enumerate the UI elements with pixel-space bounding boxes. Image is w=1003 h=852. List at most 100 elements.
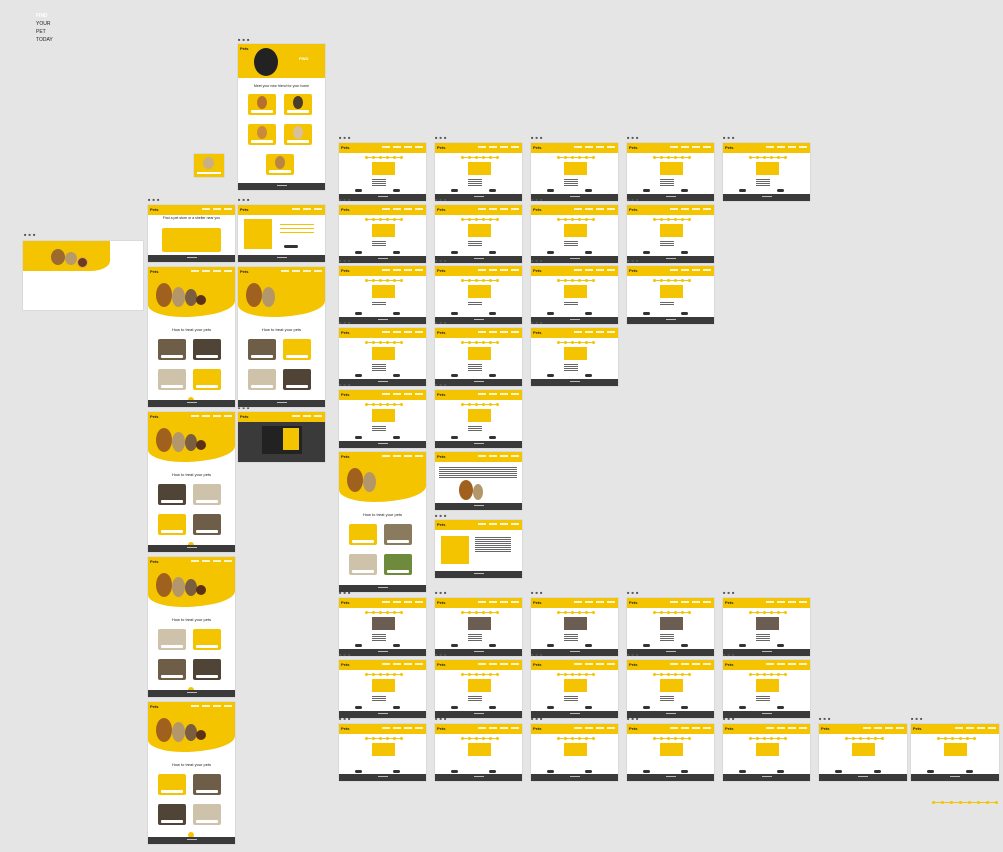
- nav-menu[interactable]: [574, 601, 615, 604]
- progress-stepper[interactable]: [365, 156, 403, 159]
- brand-logo[interactable]: Pets: [341, 392, 350, 397]
- brand-logo[interactable]: Pets: [150, 559, 159, 564]
- progress-stepper[interactable]: [653, 611, 691, 614]
- frame-step-page[interactable]: Pets: [531, 266, 618, 324]
- back-button[interactable]: [546, 770, 554, 773]
- tip-card[interactable]: [193, 659, 221, 680]
- tip-card[interactable]: [158, 804, 186, 825]
- tip-card[interactable]: [248, 339, 276, 360]
- brand-logo[interactable]: Pets: [437, 145, 446, 150]
- next-button[interactable]: [488, 770, 496, 773]
- nav-menu[interactable]: [863, 727, 904, 730]
- pet-card[interactable]: [284, 124, 312, 145]
- tip-card[interactable]: [158, 659, 186, 680]
- nav-menu[interactable]: [478, 269, 519, 272]
- progress-stepper[interactable]: [365, 279, 403, 282]
- back-button[interactable]: [450, 251, 458, 254]
- nav-menu[interactable]: [574, 663, 615, 666]
- progress-stepper[interactable]: [557, 218, 595, 221]
- frame-text-page[interactable]: Pets: [435, 452, 522, 510]
- back-button[interactable]: [926, 770, 934, 773]
- frame-step-page[interactable]: Pets: [627, 724, 714, 781]
- next-button[interactable]: [776, 189, 784, 192]
- back-button[interactable]: [546, 706, 554, 709]
- next-button[interactable]: [584, 644, 592, 647]
- brand-logo[interactable]: Pets: [341, 662, 350, 667]
- progress-stepper[interactable]: [749, 156, 787, 159]
- brand-logo[interactable]: Pets: [629, 268, 638, 273]
- pet-card[interactable]: [248, 94, 276, 115]
- nav-menu[interactable]: [766, 727, 807, 730]
- next-button[interactable]: [873, 770, 881, 773]
- nav-menu[interactable]: [670, 146, 711, 149]
- tip-card[interactable]: [193, 514, 221, 535]
- frame-step-page[interactable]: Pets: [627, 660, 714, 718]
- nav-menu[interactable]: [382, 663, 423, 666]
- nav-menu[interactable]: [766, 601, 807, 604]
- brand-logo[interactable]: Pets: [533, 268, 542, 273]
- progress-stepper[interactable]: [557, 156, 595, 159]
- tip-card[interactable]: [158, 514, 186, 535]
- brand-logo[interactable]: Pets: [629, 600, 638, 605]
- nav-menu[interactable]: [574, 208, 615, 211]
- nav-menu[interactable]: [191, 415, 232, 418]
- frame-step-page[interactable]: Pets: [531, 143, 618, 201]
- frame-step-page[interactable]: Pets: [339, 390, 426, 448]
- progress-stepper[interactable]: [461, 156, 499, 159]
- brand-logo[interactable]: Pets: [150, 704, 159, 709]
- tip-card[interactable]: [283, 339, 311, 360]
- progress-stepper[interactable]: [557, 611, 595, 614]
- back-button[interactable]: [450, 644, 458, 647]
- frame-step-page[interactable]: Pets: [339, 328, 426, 386]
- tip-card[interactable]: [349, 524, 377, 545]
- progress-stepper[interactable]: [749, 611, 787, 614]
- brand-logo[interactable]: Pets: [533, 600, 542, 605]
- progress-stepper[interactable]: [653, 156, 691, 159]
- progress-stepper[interactable]: [461, 611, 499, 614]
- frame-step-page[interactable]: Pets: [435, 390, 522, 448]
- progress-stepper[interactable]: [845, 737, 884, 740]
- back-button[interactable]: [354, 436, 362, 439]
- next-button[interactable]: [776, 644, 784, 647]
- back-button[interactable]: [642, 770, 650, 773]
- next-button[interactable]: [488, 251, 496, 254]
- submit-button[interactable]: [284, 245, 298, 248]
- next-button[interactable]: [392, 644, 400, 647]
- progress-stepper[interactable]: [653, 737, 691, 740]
- pet-card[interactable]: [248, 124, 276, 145]
- nav-menu[interactable]: [478, 208, 519, 211]
- progress-stepper[interactable]: [653, 218, 691, 221]
- next-button[interactable]: [680, 770, 688, 773]
- brand-logo[interactable]: Pets: [725, 662, 734, 667]
- nav-menu[interactable]: [670, 663, 711, 666]
- nav-menu[interactable]: [766, 146, 807, 149]
- brand-logo[interactable]: Pets: [725, 600, 734, 605]
- brand-logo[interactable]: Pets: [437, 330, 446, 335]
- brand-logo[interactable]: Pets: [437, 268, 446, 273]
- nav-menu[interactable]: [574, 331, 615, 334]
- tip-card[interactable]: [349, 554, 377, 575]
- nav-menu[interactable]: [382, 455, 423, 458]
- back-button[interactable]: [354, 189, 362, 192]
- nav-menu[interactable]: [478, 663, 519, 666]
- back-button[interactable]: [354, 374, 362, 377]
- progress-stepper[interactable]: [937, 737, 976, 740]
- brand-logo[interactable]: Pets: [629, 145, 638, 150]
- progress-stepper[interactable]: [461, 737, 499, 740]
- frame-shelter-finder[interactable]: Pets Find a pet store or a shelter near …: [148, 205, 235, 262]
- brand-logo[interactable]: Pets: [533, 662, 542, 667]
- next-button[interactable]: [680, 189, 688, 192]
- map-area[interactable]: [162, 228, 221, 252]
- brand-logo[interactable]: Pets: [150, 269, 159, 274]
- next-button[interactable]: [584, 770, 592, 773]
- brand-logo[interactable]: Pets: [437, 726, 446, 731]
- back-button[interactable]: [546, 374, 554, 377]
- frame-step-page[interactable]: Pets: [339, 143, 426, 201]
- frame-step-page[interactable]: Pets: [723, 724, 810, 781]
- back-button[interactable]: [450, 706, 458, 709]
- next-button[interactable]: [392, 374, 400, 377]
